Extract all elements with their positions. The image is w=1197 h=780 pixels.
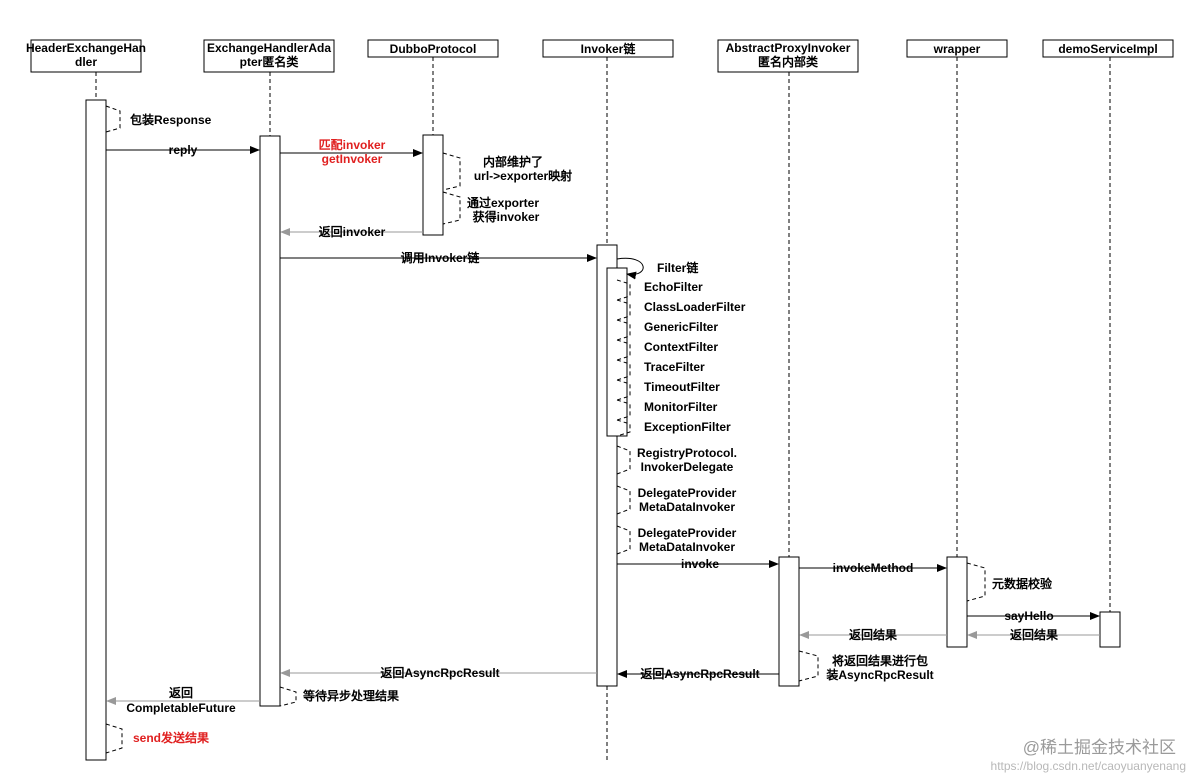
label-via-exporter: 获得invoker bbox=[472, 209, 540, 224]
label-metadata-check: 元数据校验 bbox=[992, 576, 1053, 591]
participant-exchange-handler-adapter: ExchangeHandlerAda pter匿名类 bbox=[203, 39, 335, 73]
activation-abstract-proxy-invoker bbox=[778, 556, 800, 687]
participant-label: demoServiceImpl bbox=[1058, 42, 1157, 56]
participant-label: pter匿名类 bbox=[240, 54, 300, 69]
filter-item: TimeoutFilter bbox=[644, 380, 720, 394]
label-return-future: CompletableFuture bbox=[126, 701, 236, 715]
filter-item: ClassLoaderFilter bbox=[644, 300, 746, 314]
activation-dubbo-protocol bbox=[422, 134, 444, 236]
filter-item: ContextFilter bbox=[644, 340, 718, 354]
label-filter-chain: Filter链 bbox=[657, 260, 699, 275]
participant-dubbo-protocol: DubboProtocol bbox=[367, 39, 499, 58]
label-return-result-ds: 返回结果 bbox=[1010, 627, 1058, 642]
label-delegate-provider: DelegateProvider bbox=[638, 526, 737, 540]
label-invoke: invoke bbox=[681, 557, 719, 571]
watermark-url: https://blog.csdn.net/caoyuanyenang bbox=[991, 759, 1186, 773]
label-invoke-method: invokeMethod bbox=[833, 561, 914, 575]
label-reply: reply bbox=[169, 143, 198, 157]
label-return-invoker: 返回invoker bbox=[319, 224, 386, 239]
return-arrows bbox=[106, 228, 1100, 705]
participant-label: ExchangeHandlerAda bbox=[207, 41, 331, 55]
watermark-logo: @稀土掘金技术社区 bbox=[1023, 738, 1176, 757]
label-send-result: send发送结果 bbox=[133, 730, 209, 745]
label-delegate-provider: MetaDataInvoker bbox=[639, 500, 735, 514]
filter-item: ExceptionFilter bbox=[644, 420, 731, 434]
activation-exchange-handler-adapter bbox=[259, 135, 281, 707]
participant-label: Invoker链 bbox=[581, 41, 637, 56]
forward-arrows bbox=[106, 146, 1100, 678]
lifelines bbox=[95, 57, 1111, 760]
label-wrap-result: 将返回结果进行包 bbox=[832, 653, 928, 668]
filter-list: EchoFilterClassLoaderFilterGenericFilter… bbox=[644, 280, 746, 434]
label-return-async-ic: 返回AsyncRpcResult bbox=[380, 665, 499, 680]
participant-label: 匿名内部类 bbox=[758, 54, 819, 69]
label-wrap-result: 装AsyncRpcResult bbox=[825, 667, 933, 682]
participant-label: DubboProtocol bbox=[390, 42, 477, 56]
participant-header-exchange-handler: HeaderExchangeHan dler bbox=[26, 39, 146, 73]
label-delegate-provider: MetaDataInvoker bbox=[639, 540, 735, 554]
participant-invoker-chain: Invoker链 bbox=[542, 39, 674, 58]
participant-label: wrapper bbox=[933, 42, 981, 56]
self-call-brackets bbox=[105, 105, 986, 754]
activation-wrapper bbox=[946, 556, 968, 648]
filter-item: TraceFilter bbox=[644, 360, 705, 374]
label-call-invoker-chain: 调用Invoker链 bbox=[401, 250, 481, 265]
label-say-hello: sayHello bbox=[1004, 609, 1053, 623]
filter-item: GenericFilter bbox=[644, 320, 718, 334]
label-delegate-provider: DelegateProvider bbox=[638, 486, 737, 500]
participant-demo-service-impl: demoServiceImpl bbox=[1042, 39, 1174, 58]
label-internal-map: 内部维护了 bbox=[483, 154, 543, 169]
participant-wrapper: wrapper bbox=[906, 39, 1008, 58]
label-match-invoker: 匹配invoker bbox=[319, 137, 386, 152]
label-wait-async: 等待异步处理结果 bbox=[302, 688, 399, 703]
label-return-async-api: 返回AsyncRpcResult bbox=[640, 666, 759, 681]
label-via-exporter: 通过exporter bbox=[467, 195, 539, 210]
label-pack-response: 包装Response bbox=[129, 112, 212, 127]
label-internal-map: url->exporter映射 bbox=[474, 168, 572, 183]
label-return-result-wr: 返回结果 bbox=[849, 627, 897, 642]
activation-filter-chain bbox=[606, 267, 628, 437]
participant-abstract-proxy-invoker: AbstractProxyInvoker 匿名内部类 bbox=[717, 39, 859, 73]
filter-item: MonitorFilter bbox=[644, 400, 718, 414]
participant-label: HeaderExchangeHan bbox=[26, 41, 146, 55]
participant-label: dler bbox=[75, 55, 97, 69]
label-get-invoker: getInvoker bbox=[322, 152, 383, 166]
label-registry-delegate: InvokerDelegate bbox=[641, 460, 734, 474]
activation-demo-service-impl bbox=[1099, 611, 1121, 648]
activation-header-exchange-handler bbox=[85, 99, 107, 761]
label-return-future: 返回 bbox=[169, 685, 193, 700]
filter-chain-self-arrow bbox=[616, 257, 644, 280]
label-registry-delegate: RegistryProtocol. bbox=[637, 446, 737, 460]
filter-item: EchoFilter bbox=[644, 280, 703, 294]
participant-label: AbstractProxyInvoker bbox=[726, 41, 851, 55]
